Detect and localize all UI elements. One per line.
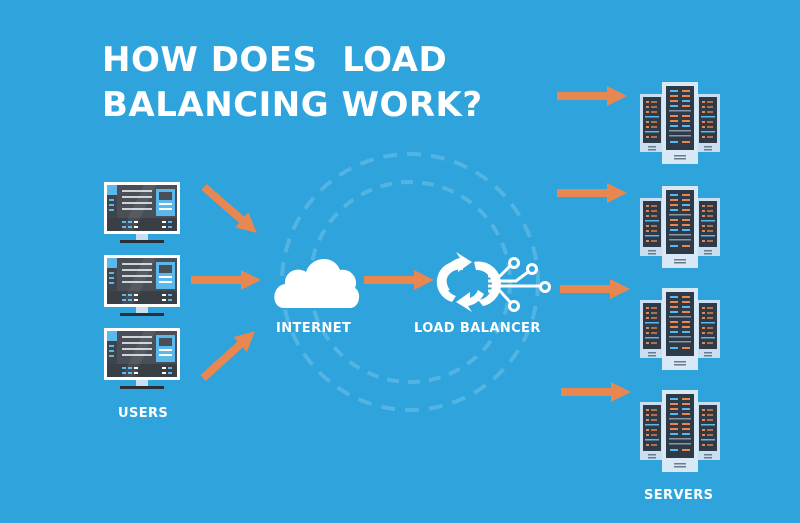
title-line-2: BALANCING WORK? [102, 85, 483, 125]
user-1-monitor-icon [104, 182, 180, 243]
title-line-1: HOW DOES LOAD [102, 40, 448, 80]
dashed-ring-outer [280, 152, 540, 412]
page-title: HOW DOES LOAD BALANCING WORK? [102, 38, 483, 128]
arrow-load-balancer-to-server-3 [560, 279, 630, 299]
arrow-user1-to-internet [197, 179, 264, 241]
arrow-load-balancer-to-server-1 [557, 86, 627, 106]
arrow-load-balancer-to-server-2 [557, 183, 627, 203]
server-4-rack-icon [640, 390, 720, 472]
arrow-load-balancer-to-server-4 [561, 382, 631, 402]
server-3-rack-icon [640, 288, 720, 370]
cloud-icon [274, 258, 360, 308]
server-1-rack-icon [640, 82, 720, 164]
server-2-rack-icon [640, 186, 720, 268]
arrow-user3-to-internet [196, 323, 262, 386]
servers-label: SERVERS [644, 488, 714, 503]
load-balancer-label: LOAD BALANCER [414, 321, 541, 336]
user-2-monitor-icon [104, 255, 180, 316]
arrow-user2-to-internet [191, 270, 261, 290]
sync-circuit-icon [436, 252, 551, 312]
user-3-monitor-icon [104, 328, 180, 389]
users-label: USERS [118, 406, 169, 421]
arrow-internet-to-load-balancer [364, 270, 434, 290]
internet-label: INTERNET [276, 321, 352, 336]
